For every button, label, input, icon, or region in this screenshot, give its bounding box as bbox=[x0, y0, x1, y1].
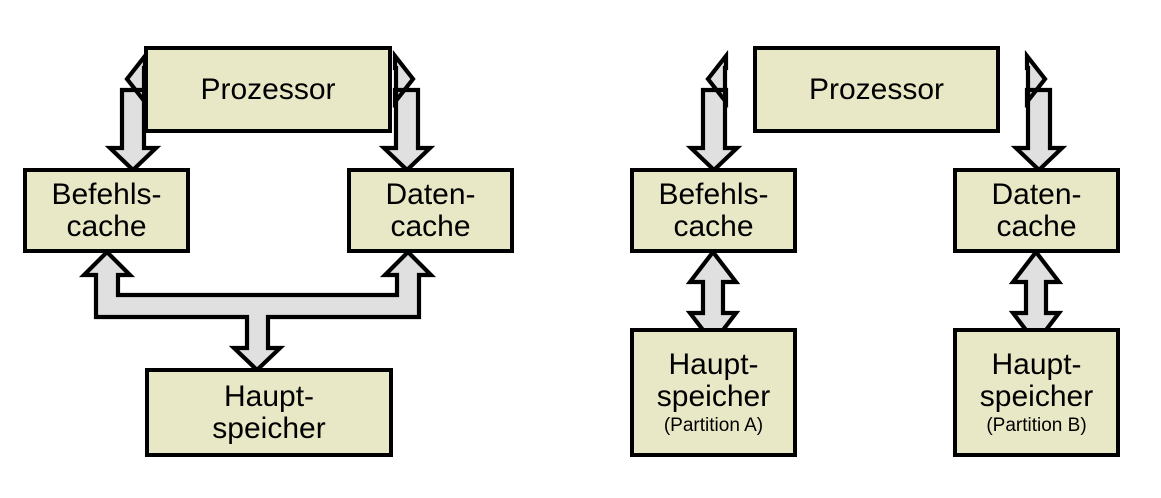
connector-proc-to-icache-2 bbox=[685, 49, 743, 173]
diagram-shared-memory bbox=[23, 46, 514, 457]
box-data-cache bbox=[347, 168, 514, 253]
connector-proc-to-dcache bbox=[378, 49, 436, 173]
connector-caches-to-memory bbox=[78, 249, 437, 373]
box-main-memory-a bbox=[630, 328, 797, 457]
connector-proc-to-dcache-2 bbox=[1010, 49, 1068, 173]
box-main-memory bbox=[145, 368, 393, 457]
box-data-cache-2 bbox=[953, 168, 1120, 253]
box-processor bbox=[144, 46, 392, 133]
box-processor-2 bbox=[753, 46, 1000, 133]
box-instruction-cache bbox=[23, 168, 190, 253]
connector-proc-to-icache bbox=[104, 49, 162, 173]
box-instruction-cache-2 bbox=[630, 168, 797, 253]
box-main-memory-b bbox=[953, 328, 1120, 457]
diagram-partitioned-memory bbox=[630, 46, 1120, 457]
